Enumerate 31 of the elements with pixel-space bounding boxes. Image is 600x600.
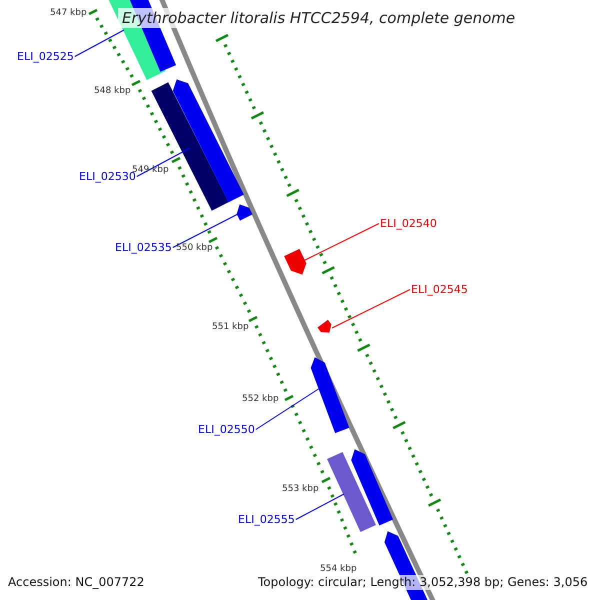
leader-line: [172, 214, 238, 248]
gene-label: ELI_02550: [198, 423, 255, 436]
leader-line: [136, 148, 190, 177]
gene-label: ELI_02555: [238, 513, 295, 526]
gene-bar: [310, 357, 350, 434]
coordinate-label: 551 kbp: [212, 322, 249, 333]
gene-label: ELI_02545: [411, 283, 468, 296]
coordinate-label: 554 kbp: [320, 564, 357, 575]
genome-info-text: Topology: circular; Length: 3,052,398 bp; Genes: 3,056: [258, 575, 588, 590]
leader-line: [74, 30, 124, 57]
coordinate-label: 550 kbp: [176, 243, 213, 254]
coordinate-label: 552 kbp: [242, 394, 279, 405]
accession-text: Accession: NC_007722: [8, 575, 144, 590]
gene-bar: [172, 79, 244, 202]
leader-line: [332, 289, 410, 328]
leader-line: [295, 494, 344, 520]
gene-bar: [318, 320, 332, 333]
gene-label: ELI_02535: [115, 241, 172, 254]
gene-bar: [327, 452, 376, 532]
gene-bar: [351, 449, 394, 526]
coordinate-label: 553 kbp: [282, 484, 319, 495]
gene-bar: [151, 82, 229, 211]
gene-label: ELI_02530: [79, 170, 136, 183]
gene-bar: [236, 204, 252, 221]
gene-bar: [284, 248, 306, 275]
leader-line: [302, 223, 380, 262]
leader-line: [255, 388, 320, 430]
coordinate-label: 548 kbp: [94, 86, 131, 97]
gene-label: ELI_02525: [17, 50, 74, 63]
coordinate-label: 547 kbp: [50, 8, 87, 19]
gene-label: ELI_02540: [380, 217, 437, 230]
